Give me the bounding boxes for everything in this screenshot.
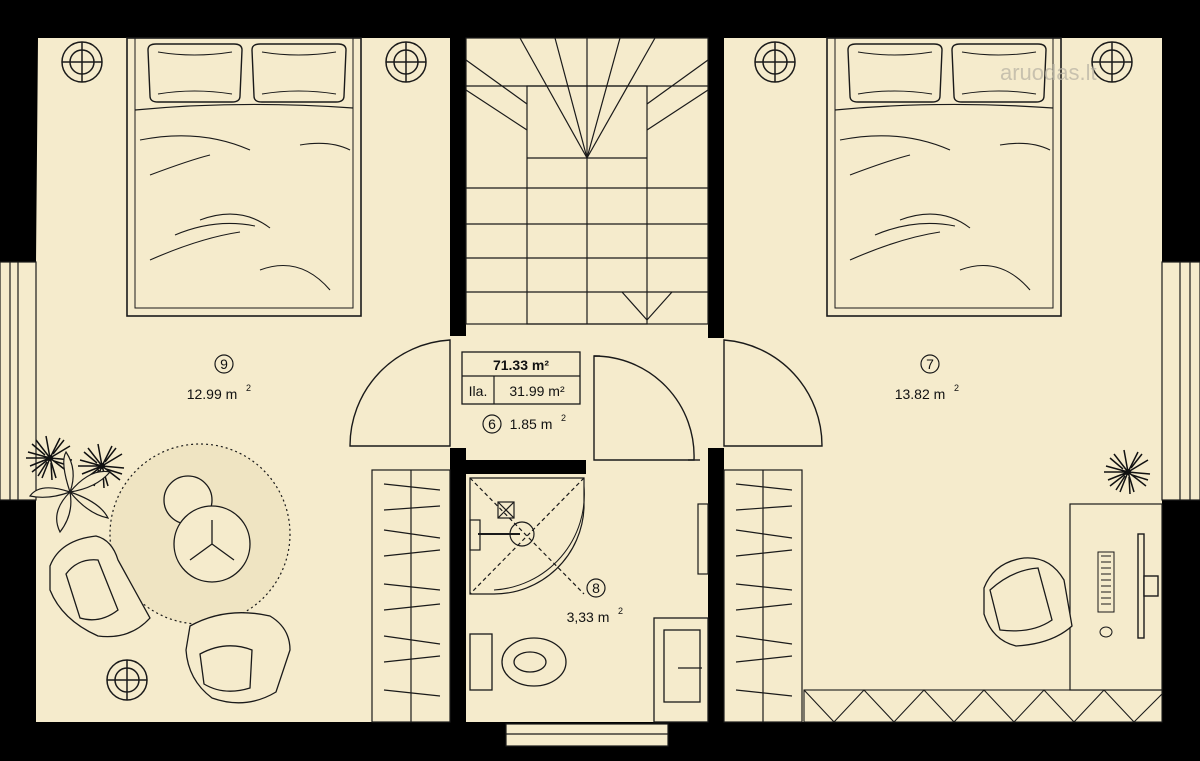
room-label-9: 9 12.99 m 2: [187, 354, 251, 402]
wardrobe-icon: [723, 469, 803, 723]
staircase-icon: [465, 37, 709, 325]
toilet-icon: [469, 633, 567, 691]
room-number: 8: [592, 580, 600, 596]
wall-bath-top: [466, 460, 586, 474]
room-label-6: 6 1.85 m 2: [482, 413, 566, 434]
window-icon: [0, 261, 37, 501]
room-area-exponent: 2: [618, 606, 623, 616]
total-area-label: 71.33 m²: [493, 357, 549, 373]
sink-icon: [653, 617, 709, 723]
watermark-text: aruodas.lt: [1000, 60, 1097, 85]
room-area-exponent: 2: [954, 383, 959, 393]
double-bed-icon: [126, 37, 362, 317]
wall-bath-right: [708, 448, 724, 724]
window-icon: [505, 723, 669, 747]
mouse-icon: [1099, 626, 1113, 638]
room-area: 13.82 m: [895, 386, 946, 402]
round-table-icon: [163, 475, 251, 583]
room-area-exponent: 2: [561, 413, 566, 423]
monitor-icon: [1137, 533, 1159, 639]
room-number: 9: [220, 356, 228, 372]
room-label-8: 8 3,33 m 2: [567, 578, 623, 625]
summary-row-value: 31.99 m²: [509, 383, 565, 399]
room-number: 6: [488, 416, 496, 432]
keyboard-icon: [1097, 551, 1115, 613]
room-area-exponent: 2: [246, 383, 251, 393]
double-bed-icon: [826, 37, 1062, 317]
armchair-icon: [49, 535, 151, 638]
room-number: 7: [926, 356, 934, 372]
door-swing-icon: [349, 339, 823, 461]
wall-bath-left: [450, 448, 466, 724]
armchair-icon: [185, 612, 291, 704]
desk-icon: [1069, 503, 1163, 691]
office-chair-icon: [983, 557, 1073, 647]
room-area: 12.99 m: [187, 386, 238, 402]
wall-stair-right: [708, 36, 724, 338]
room-area: 1.85 m: [510, 416, 553, 432]
summary-row-label: Ila.: [469, 383, 488, 399]
room-area: 3,33 m: [567, 609, 610, 625]
window-icon: [1161, 261, 1200, 501]
shower-icon: [469, 477, 585, 595]
wardrobe-icon: [371, 469, 451, 723]
area-summary-box: 71.33 m² Ila. 31.99 m²: [461, 351, 581, 405]
room-label-7: 7 13.82 m 2: [895, 354, 959, 402]
wall-stair-left: [450, 36, 466, 336]
